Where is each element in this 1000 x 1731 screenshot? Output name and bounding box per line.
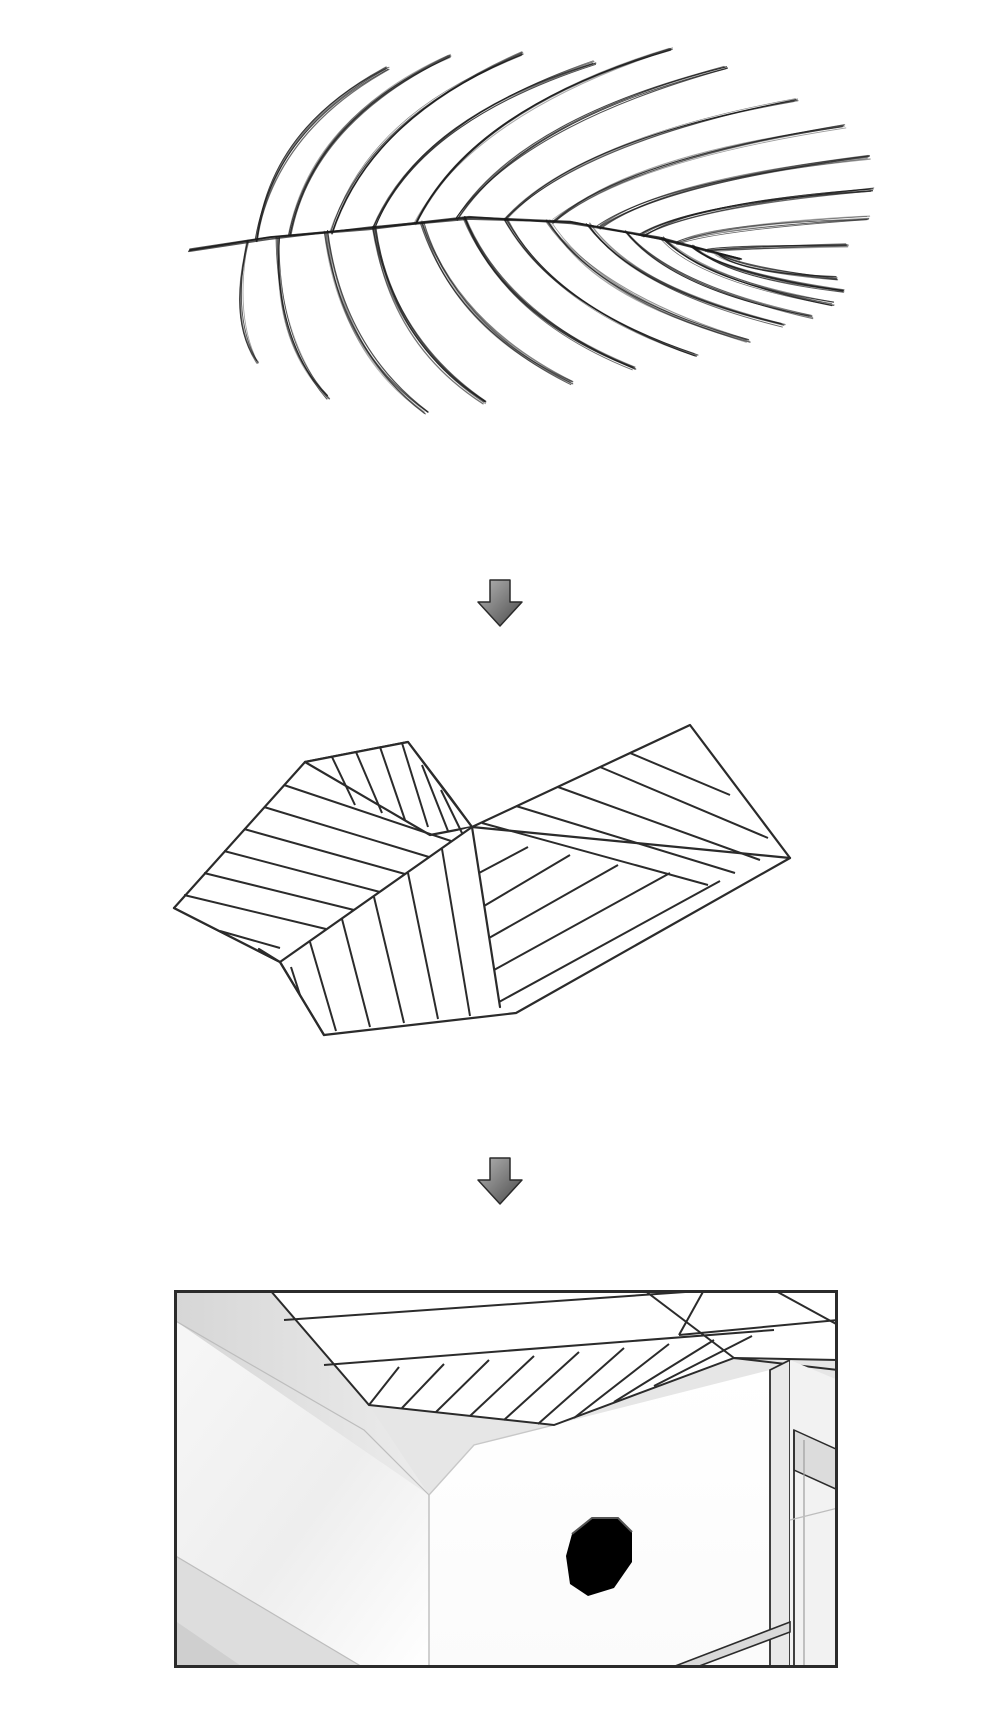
- palm-frond-illustration: [187, 47, 875, 480]
- roof-closeup-illustration: [174, 1290, 838, 1668]
- down-arrow-icon: [476, 1156, 524, 1206]
- palm-frond-icon: [187, 47, 875, 415]
- thatched-roof-plan: [160, 705, 810, 1045]
- vent-hole-icon: [566, 1517, 633, 1596]
- down-arrow-icon: [476, 578, 524, 628]
